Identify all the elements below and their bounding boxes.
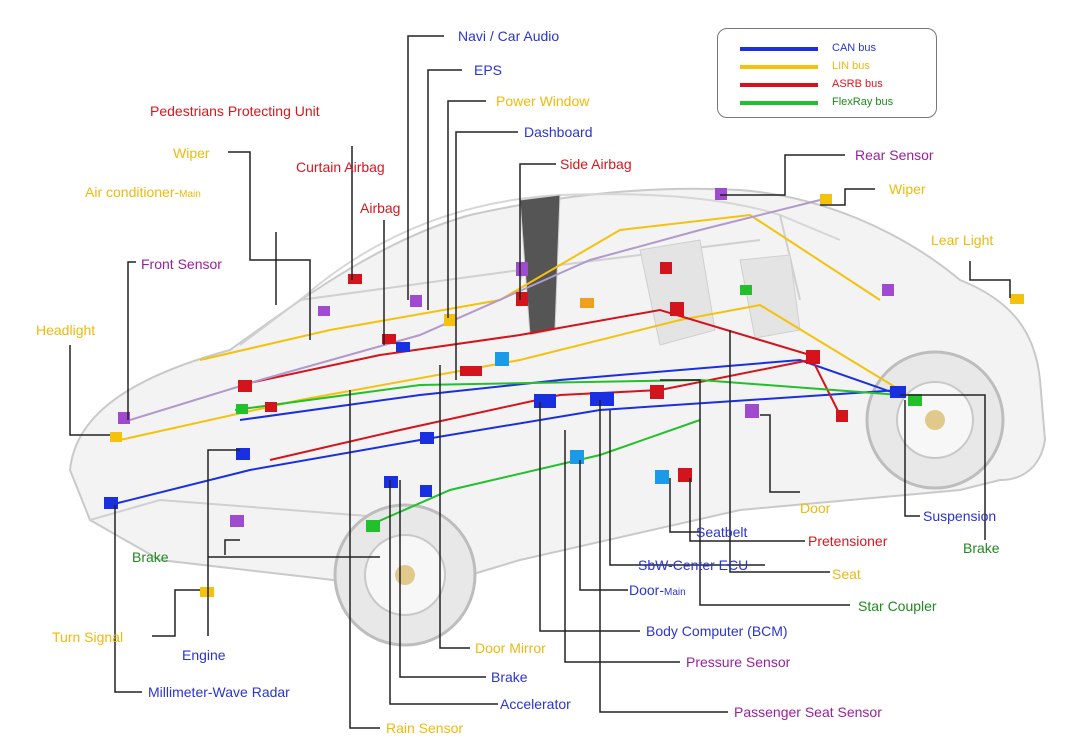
air-conditioner-sub: Main	[179, 189, 201, 200]
door-main-sub: Main	[664, 587, 686, 598]
label-lear-light: Lear Light	[931, 232, 994, 248]
label-brake-bottom: Brake	[491, 669, 528, 685]
label-side-airbag: Side Airbag	[560, 156, 632, 172]
label-seat: Seat	[832, 566, 861, 582]
legend-item-lin: LIN bus	[718, 59, 936, 73]
label-pedestrians-protecting-unit: Pedestrians Protecting Unit	[150, 103, 320, 119]
legend-swatch	[740, 47, 818, 51]
door-main-text: Door-	[629, 582, 665, 598]
label-rain-sensor: Rain Sensor	[386, 720, 464, 736]
label-front-sensor: Front Sensor	[141, 256, 222, 272]
label-power-window: Power Window	[496, 93, 590, 109]
legend-swatch	[740, 83, 818, 87]
label-brake-front: Brake	[132, 549, 169, 565]
interior	[519, 194, 801, 346]
label-air-conditioner: Air conditioner-Main	[85, 184, 201, 203]
legend-item-can: CAN bus	[718, 41, 936, 55]
label-airbag: Airbag	[360, 200, 401, 216]
label-sbw-center-ecu: SbW-Center ECU	[638, 557, 749, 573]
label-dashboard: Dashboard	[524, 124, 593, 140]
label-pretensioner: Pretensioner	[808, 533, 888, 549]
ecu-blocks	[104, 188, 1024, 597]
label-pressure-sensor: Pressure Sensor	[686, 654, 791, 670]
label-passenger-seat-sensor: Passenger Seat Sensor	[734, 704, 882, 720]
label-navi-car-audio: Navi / Car Audio	[458, 28, 560, 44]
front-wheel	[333, 503, 477, 647]
legend-item-asrb: ASRB bus	[718, 77, 936, 91]
label-rear-sensor: Rear Sensor	[855, 147, 934, 163]
label-turn-signal: Turn Signal	[52, 629, 124, 645]
label-door-main: Door-Main	[629, 582, 686, 601]
legend: CAN bus LIN bus ASRB bus FlexRay bus	[717, 28, 937, 118]
label-door-mirror: Door Mirror	[475, 640, 546, 656]
label-suspension: Suspension	[923, 508, 997, 524]
label-accelerator: Accelerator	[500, 696, 571, 712]
label-millimeter-wave-radar: Millimeter-Wave Radar	[148, 684, 290, 700]
label-curtain-airbag: Curtain Airbag	[296, 159, 385, 175]
label-body-computer: Body Computer (BCM)	[646, 623, 788, 639]
legend-label: FlexRay bus	[832, 96, 894, 108]
legend-label: LIN bus	[832, 60, 870, 72]
label-star-coupler: Star Coupler	[858, 598, 937, 614]
legend-label: ASRB bus	[832, 78, 883, 90]
label-eps: EPS	[474, 62, 503, 78]
legend-item-flexray: FlexRay bus	[718, 95, 936, 109]
label-brake-rear: Brake	[963, 540, 1000, 556]
label-wiper-front: Wiper	[173, 145, 210, 161]
legend-label: CAN bus	[832, 42, 877, 54]
label-door: Door	[800, 500, 831, 516]
leader-lines	[69, 35, 1011, 729]
rear-wheel	[865, 350, 1005, 490]
air-conditioner-text: Air conditioner-	[85, 184, 180, 200]
legend-swatch	[740, 101, 818, 105]
label-engine: Engine	[182, 647, 226, 663]
legend-swatch	[740, 65, 818, 69]
label-seatbelt: Seatbelt	[696, 524, 748, 540]
label-headlight: Headlight	[36, 322, 96, 338]
label-wiper-rear: Wiper	[889, 181, 926, 197]
